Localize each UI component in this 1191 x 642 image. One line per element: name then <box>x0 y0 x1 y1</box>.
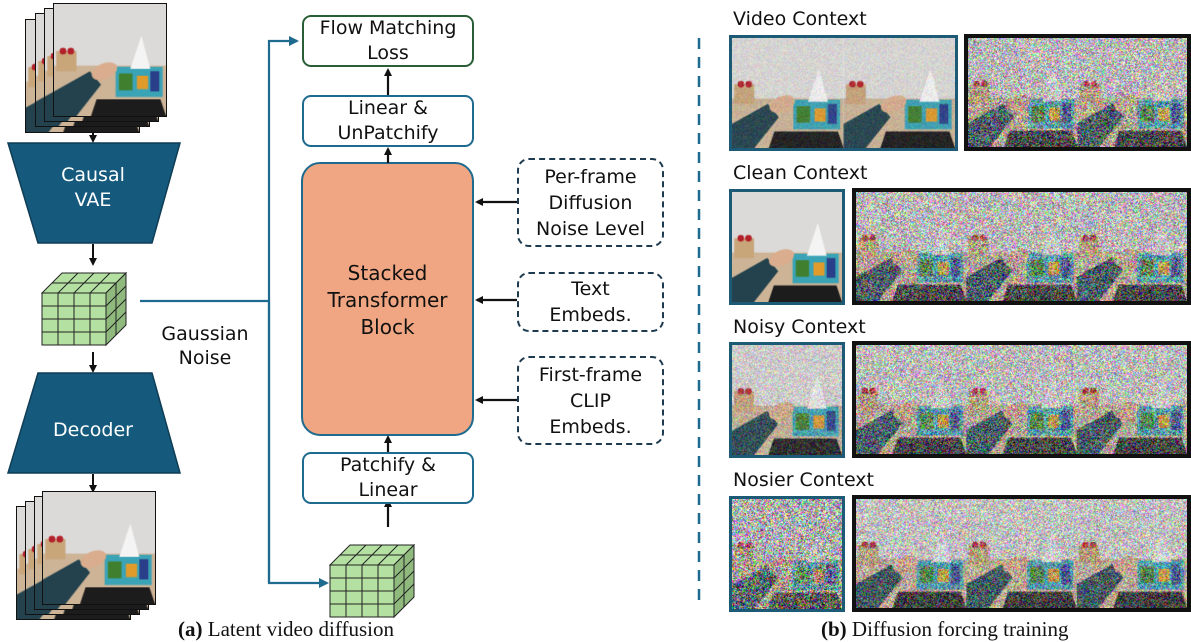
text-embeds-line1: Text <box>571 278 610 300</box>
gaussian-noise-label: Gaussian Noise <box>150 322 260 370</box>
row-title-clean-context: Clean Context <box>733 162 868 184</box>
noise-level-line2: Diffusion <box>548 191 633 214</box>
latent-cube-clean <box>40 271 128 347</box>
video-context-target-frames <box>964 34 1191 151</box>
caption-panel-b: (b) Diffusion forcing training <box>821 617 1069 642</box>
unpatchify-box-line1: Linear & <box>348 97 428 119</box>
clip-embeds-line3: Embeds. <box>549 415 632 438</box>
nosier-context-frame <box>729 496 845 612</box>
clean-context-target-frames <box>852 188 1191 305</box>
transformer-label-line3: Block <box>360 315 415 339</box>
unpatchify-box-line2: UnPatchify <box>337 122 439 144</box>
decoder-label: Decoder <box>53 419 133 441</box>
text-embeds-line2: Embeds. <box>549 304 632 326</box>
video-context-frames <box>729 35 958 151</box>
row-title-nosier-context: Nosier Context <box>733 469 874 491</box>
loss-box-line1: Flow Matching <box>319 17 457 39</box>
output-frame-front <box>42 491 156 605</box>
clip-embeds-line1: First-frame <box>538 363 643 386</box>
arrow-trunk-to-loss <box>267 36 299 582</box>
clean-context-frame <box>729 189 845 305</box>
patchify-box-line2: Linear <box>358 479 418 501</box>
encoder-label: Causal VAE <box>30 163 156 213</box>
caption-b-prefix: (b) <box>821 617 847 641</box>
encoder-label-line1: Causal <box>61 164 125 186</box>
decoder-shape <box>6 372 181 474</box>
text-embeds-box: Text Embeds. <box>517 272 664 332</box>
clip-embeds-box: First-frame CLIP Embeds. <box>517 356 664 445</box>
latent-cube-noisy <box>328 543 416 619</box>
per-frame-noise-level-box: Per-frame Diffusion Noise Level <box>517 158 664 247</box>
loss-box-line2: Loss <box>367 42 409 64</box>
noisy-context-frame <box>729 342 845 458</box>
noisy-context-target-frames <box>852 341 1191 458</box>
row-title-noisy-context: Noisy Context <box>733 316 866 338</box>
patchify-linear-box: Patchify & Linear <box>302 452 474 504</box>
transformer-label-line1: Stacked <box>347 261 428 285</box>
clip-embeds-line2: CLIP <box>570 389 611 412</box>
arrow-trunk-to-noisy-latent <box>267 300 329 588</box>
transformer-label-line2: Transformer <box>327 288 448 312</box>
encoder-label-line2: VAE <box>74 189 112 211</box>
nosier-context-target-frames <box>852 495 1191 612</box>
patchify-box-line1: Patchify & <box>340 454 436 476</box>
input-frame-front <box>53 3 167 117</box>
noise-level-line1: Per-frame <box>544 165 637 188</box>
transformer-block-label: Stacked Transformer Block <box>302 260 473 341</box>
flow-matching-loss-box: Flow Matching Loss <box>302 15 474 67</box>
caption-b-text: Diffusion forcing training <box>846 617 1069 641</box>
row-title-video-context: Video Context <box>733 8 867 30</box>
caption-a-text: Latent video diffusion <box>202 617 394 641</box>
noise-level-line3: Noise Level <box>536 217 645 240</box>
gaussian-noise-label-line2: Noise <box>178 347 232 369</box>
encoder-shape <box>6 142 181 244</box>
gaussian-noise-label-line1: Gaussian <box>161 323 249 345</box>
caption-panel-a: (a) Latent video diffusion <box>178 617 394 642</box>
caption-a-prefix: (a) <box>178 617 203 641</box>
linear-unpatchify-box: Linear & UnPatchify <box>302 95 474 147</box>
